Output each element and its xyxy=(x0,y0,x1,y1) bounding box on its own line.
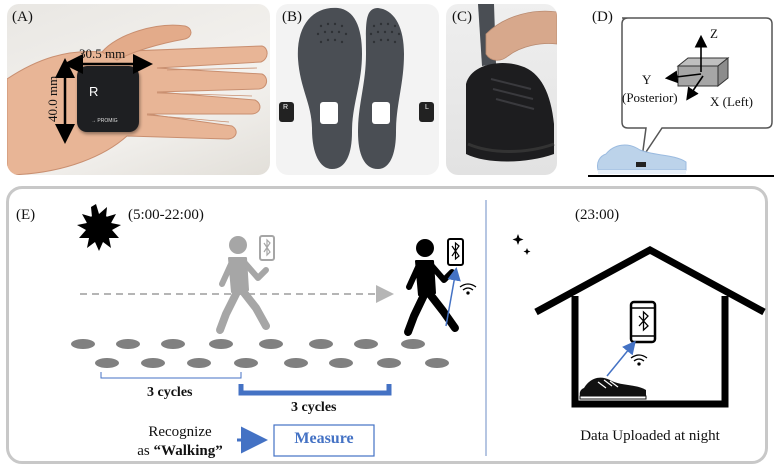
walker-gray-icon xyxy=(216,236,270,334)
panel-label-b: (B) xyxy=(282,9,302,25)
stars-icon xyxy=(512,234,531,255)
axis-label-z: Z xyxy=(710,26,718,41)
axis-label-y: Y xyxy=(642,72,652,87)
data-transfer-arrow xyxy=(445,267,461,327)
insoles-illustration xyxy=(279,7,434,169)
panel-e-frame xyxy=(6,186,768,464)
insole-device-letter-left: R xyxy=(283,104,289,111)
day-time-label: (5:00-22:00) xyxy=(128,207,204,223)
sneaker-icon xyxy=(579,377,647,400)
recognize-line2: as “Walking” xyxy=(130,442,230,461)
panel-label-e: (E) xyxy=(16,207,36,223)
photo-insoles: R L xyxy=(276,4,439,175)
device-brand: → PROMIG xyxy=(91,118,118,124)
night-time-label: (23:00) xyxy=(575,207,620,223)
recognize-line1: Recognize xyxy=(148,424,212,440)
insole-device-letter-right: L xyxy=(425,104,429,111)
device-letter: R xyxy=(89,84,99,99)
width-dimension-label: 30.5 mm xyxy=(79,46,126,61)
axis-diagram-svg xyxy=(588,17,774,177)
recognize-prefix: as xyxy=(137,443,150,459)
photo-shoe-insertion xyxy=(446,4,557,175)
recognize-word: “Walking” xyxy=(153,443,223,459)
moon-icon xyxy=(535,205,560,238)
recognize-label: Recognize as “Walking” xyxy=(130,423,230,461)
measure-label: Measure xyxy=(294,430,354,447)
phone-night-icon xyxy=(629,300,657,344)
footprints-row-1 xyxy=(71,339,425,349)
panel-label-d: (D) xyxy=(592,9,613,25)
sensor-device-right: R → PROMIG xyxy=(77,66,139,132)
footprints-row-2 xyxy=(95,358,449,368)
dimension-arrows xyxy=(55,54,153,144)
phone-black-icon xyxy=(447,238,464,266)
sun-icon xyxy=(77,204,121,251)
axis-label-x: X (Left) xyxy=(710,94,753,109)
axis-label-y-sub: (Posterior) xyxy=(622,90,678,105)
house-icon xyxy=(534,246,766,408)
shoe-hand-illustration xyxy=(466,4,557,162)
measure-box xyxy=(273,424,375,457)
cycles-label-1: 3 cycles xyxy=(147,385,193,400)
upload-label: Data Uploaded at night xyxy=(580,428,720,444)
upload-arrow xyxy=(606,340,636,377)
phone-gray-icon xyxy=(259,235,275,261)
cycles-label-2: 3 cycles xyxy=(291,400,337,415)
panel-label-c: (C) xyxy=(452,9,472,25)
wifi-signal-night-icon xyxy=(630,354,648,366)
axis-diagram: Z Y (Posterior) X (Left) xyxy=(562,4,776,182)
photo-hand-with-sensor: R → PROMIG 30.5 mm 40.0 mm xyxy=(7,4,270,175)
cycle-bracket-1 xyxy=(100,372,242,379)
panel-label-a: (A) xyxy=(12,9,33,25)
wifi-signal-icon xyxy=(459,283,477,295)
cycle-bracket-2 xyxy=(238,384,392,396)
